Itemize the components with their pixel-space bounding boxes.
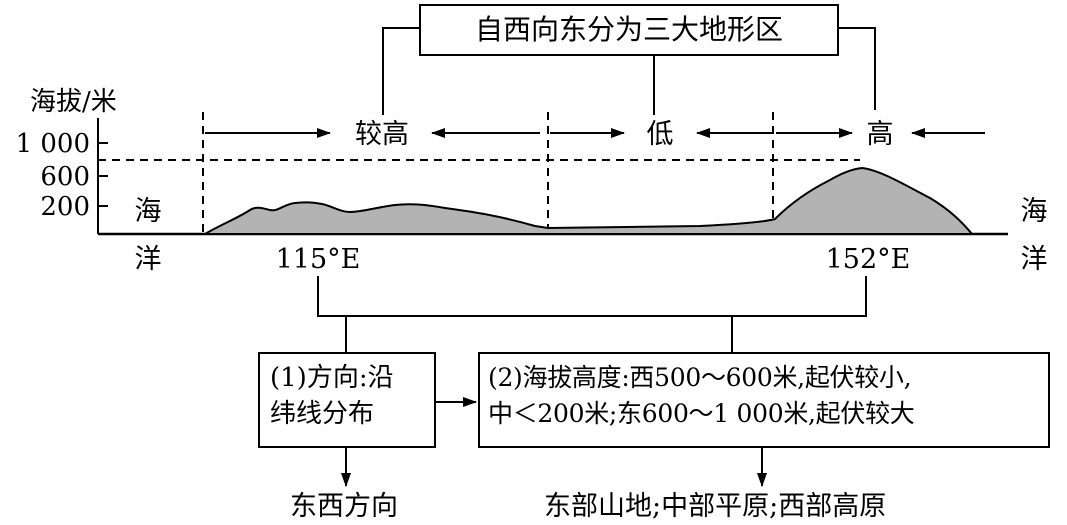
terrain-profile — [201, 166, 975, 235]
longitude-west-label: 115°E — [276, 244, 361, 275]
region-label-high: 高 — [867, 119, 894, 150]
tick-label-200: 200 — [40, 192, 90, 222]
ocean-left-char-2: 洋 — [135, 244, 162, 275]
region-label-higher: 较高 — [355, 119, 409, 150]
title-box-text: 自西向东分为三大地形区 — [474, 13, 783, 46]
longitude-bracket — [317, 276, 867, 317]
ocean-right-char-1: 海 — [1021, 196, 1048, 227]
ocean-right-char-2: 洋 — [1021, 244, 1048, 275]
title-bracket-right — [838, 27, 876, 110]
elevation-box: (2)海拔高度:西500～600米,起伏较小, 中＜200米;东600～1 00… — [478, 352, 1050, 448]
tick-label-1000: 1 000 — [16, 129, 90, 159]
elevation-box-line1: (2)海拔高度:西500～600米,起伏较小, — [488, 363, 912, 392]
title-box: 自西向东分为三大地形区 — [419, 4, 839, 56]
direction-box-line2: 纬线分布 — [270, 399, 375, 429]
direction-box: (1)方向:沿 纬线分布 — [258, 352, 436, 448]
result-direction: 东西方向 — [290, 491, 398, 522]
direction-box-line1: (1)方向:沿 — [270, 363, 394, 393]
elevation-box-line2: 中＜200米;东600～1 000米,起伏较大 — [488, 399, 915, 428]
title-bracket-left — [382, 27, 419, 115]
y-axis-label: 海拔/米 — [30, 87, 117, 117]
result-landforms: 东部山地;中部平原;西部高原 — [544, 491, 887, 522]
tick-label-600: 600 — [40, 162, 90, 192]
region-label-low: 低 — [647, 119, 674, 150]
longitude-east-label: 152°E — [826, 244, 911, 275]
ocean-left-char-1: 海 — [135, 196, 162, 227]
